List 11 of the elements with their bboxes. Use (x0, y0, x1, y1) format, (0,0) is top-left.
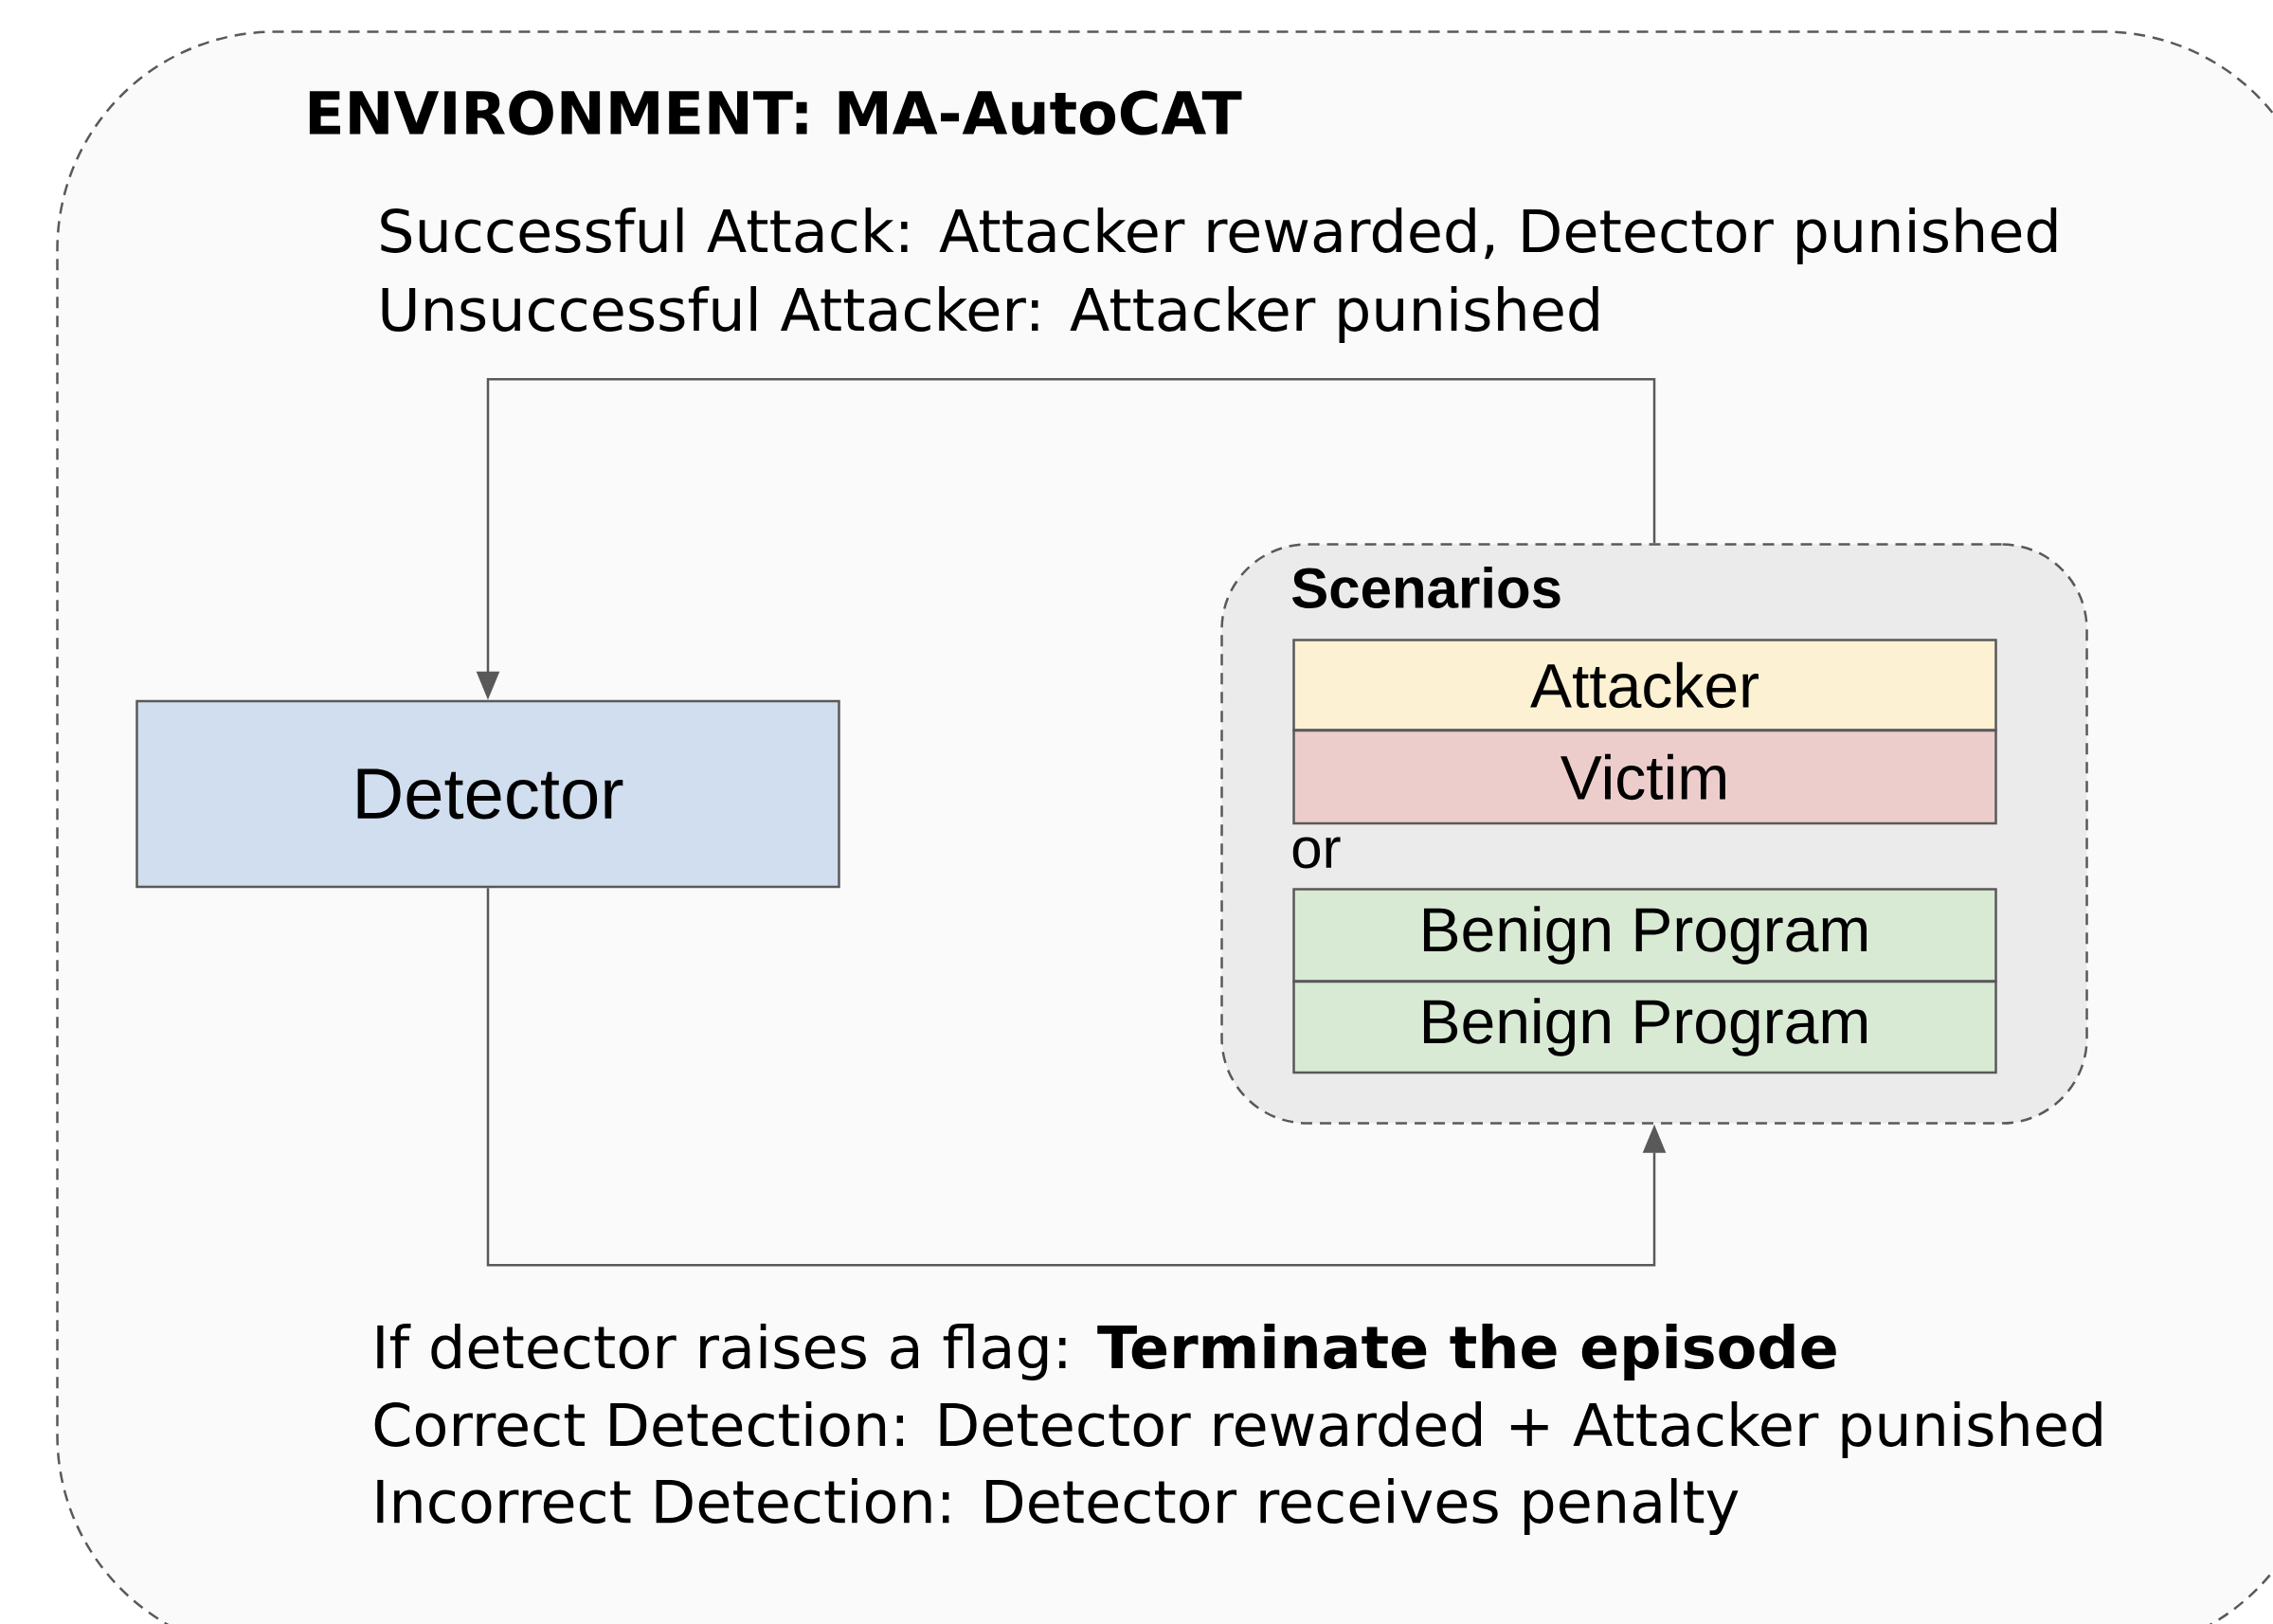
process-box: Detector (135, 699, 840, 889)
note-text: If detector raises a flag: Terminate the episode (377, 1324, 1836, 1380)
note-text: Unsuccessful Attacker: Attacker punished (382, 286, 1598, 343)
note-text: Incorrect Detection: Detector receives penalty (377, 1478, 1739, 1535)
agent-box: Attacker (1292, 639, 1997, 731)
note-text: Successful Attack: Attacker rewarded, Detector punished (381, 208, 2057, 264)
agent-box: Victim (1292, 729, 1997, 825)
note-text: Correct Detection: Detector rewarded + Attacker punished (374, 1401, 2102, 1458)
agent-box: Benign Program (1292, 888, 1997, 983)
or-text: or (1292, 837, 1341, 869)
agent-box: Benign Program (1292, 980, 1997, 1074)
